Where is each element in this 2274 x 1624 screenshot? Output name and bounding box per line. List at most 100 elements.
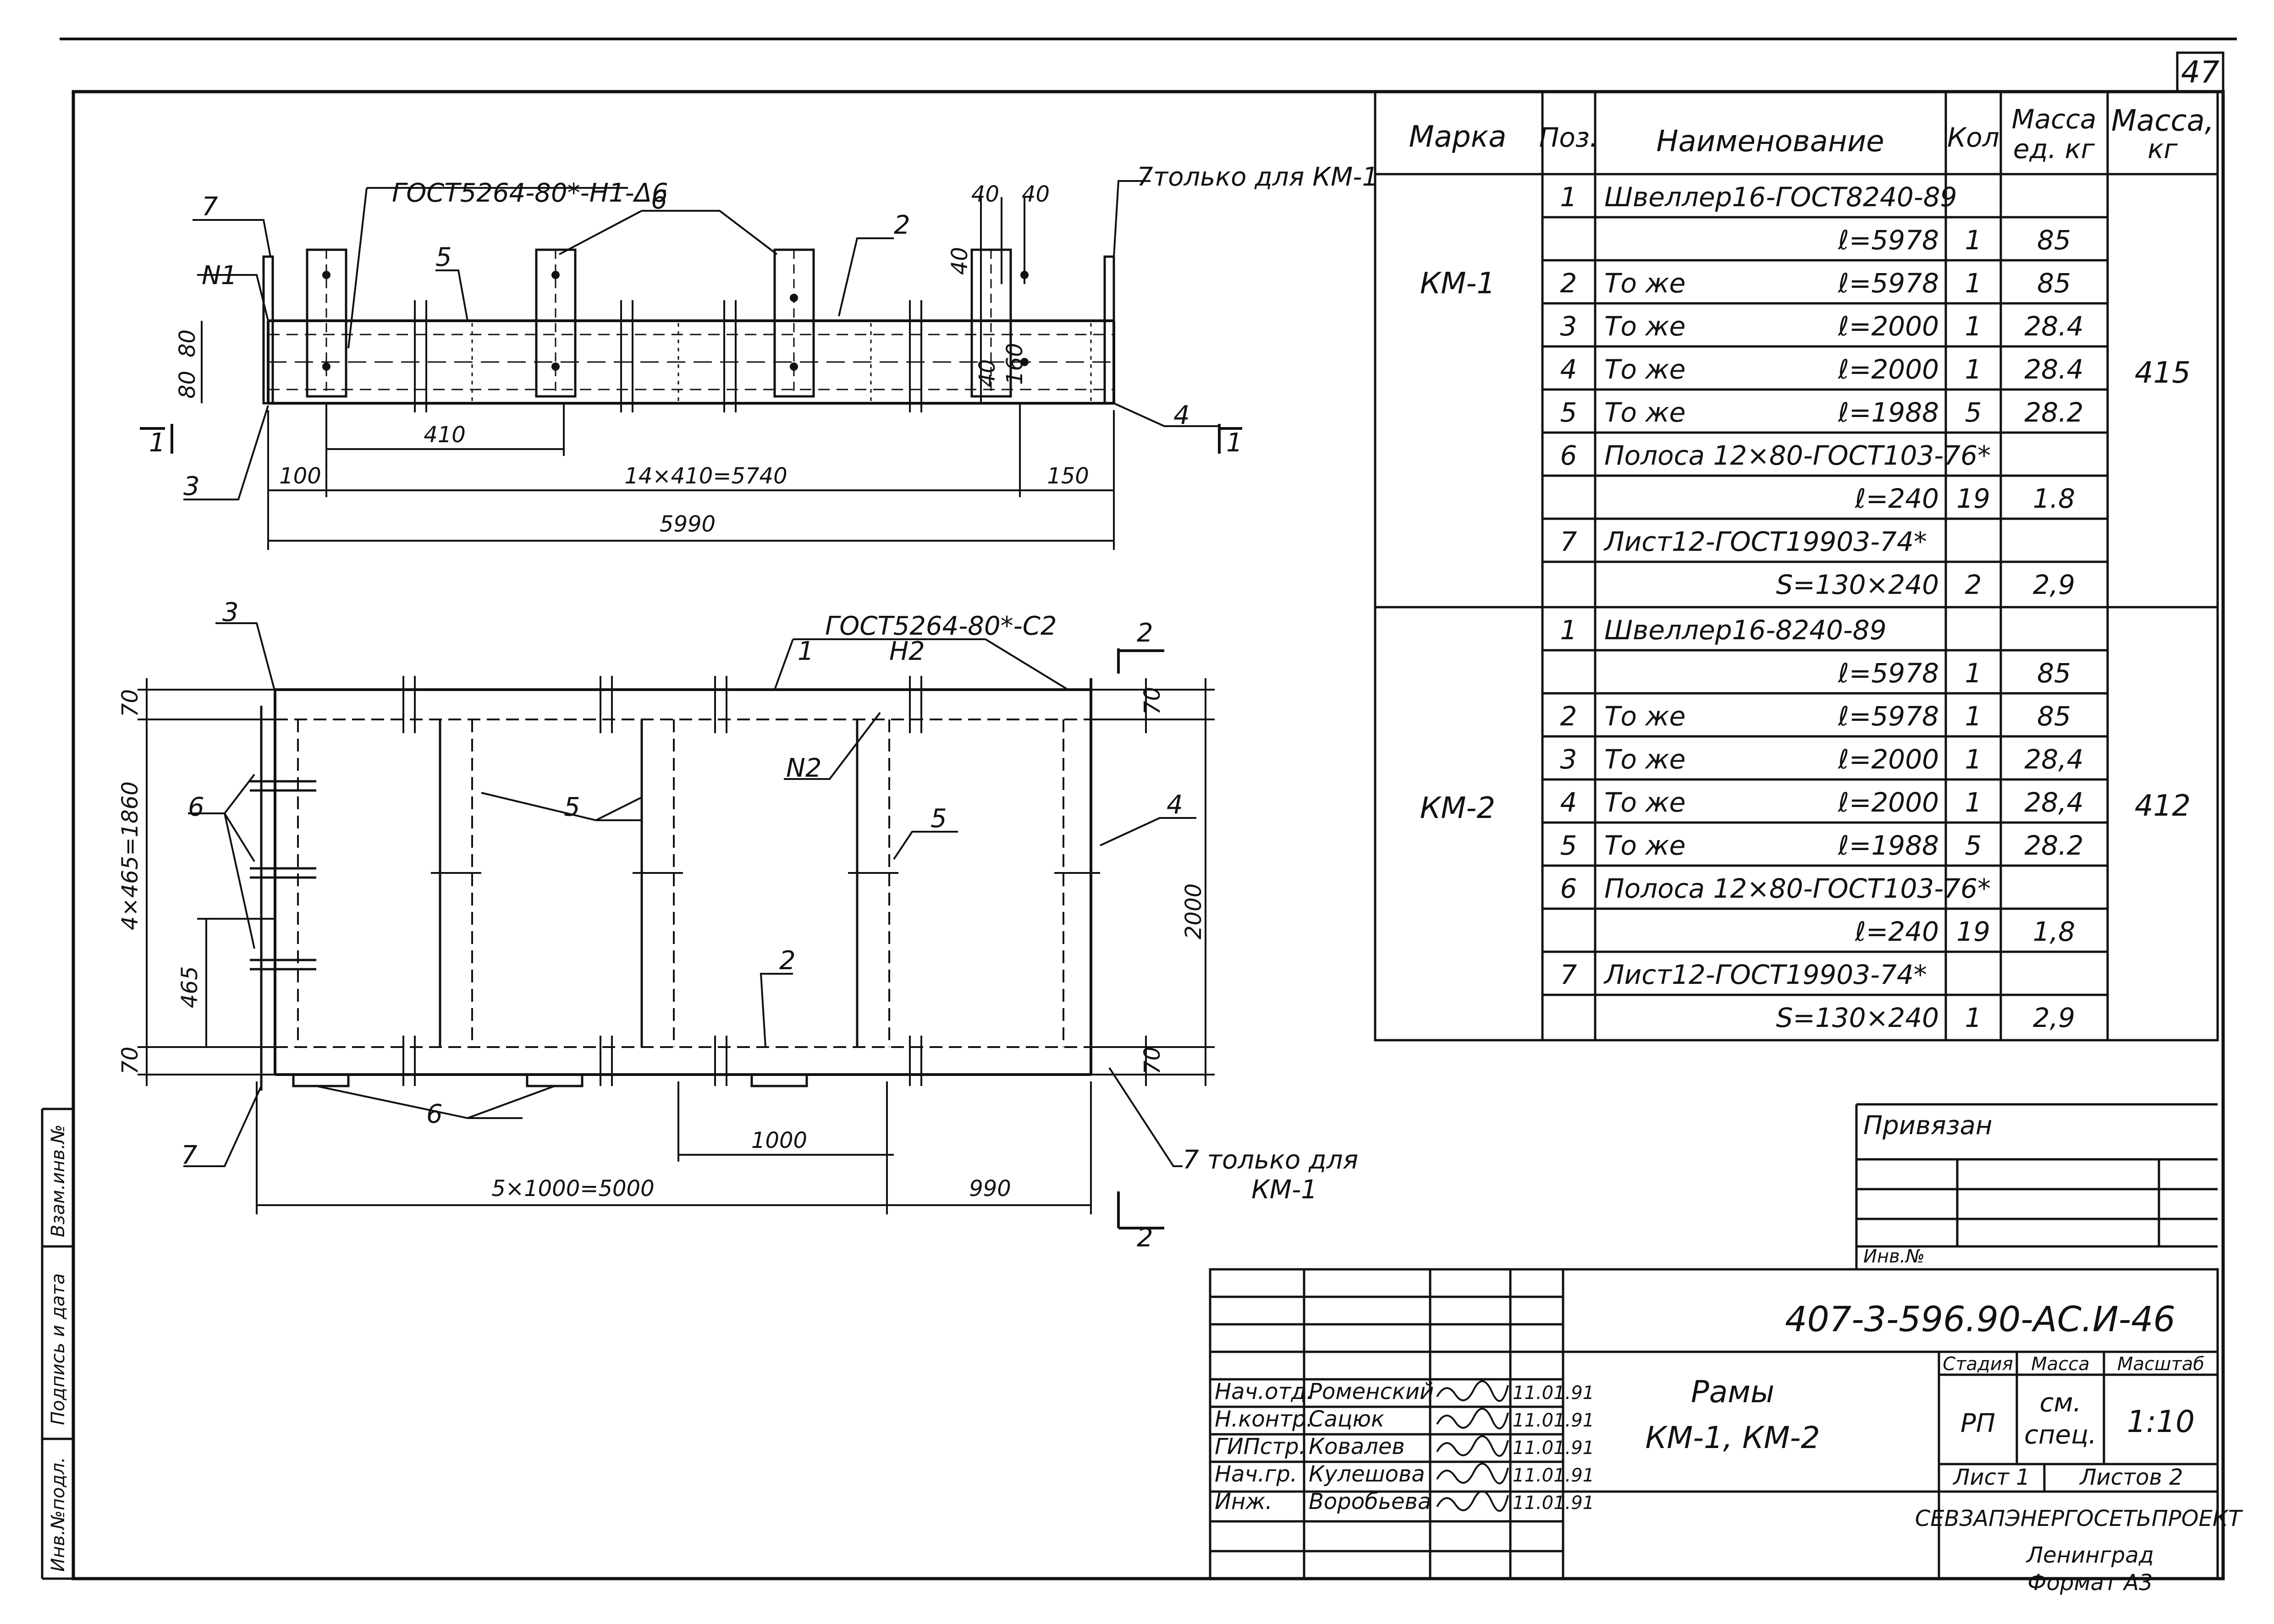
spec-header-total-mass-2: кг bbox=[2147, 133, 2178, 165]
plan-label-3: 3 bbox=[222, 598, 239, 627]
margin-label-inv-original: Инв.№подл. bbox=[48, 1457, 69, 1572]
spec-total-km1: 415 bbox=[2135, 356, 2191, 390]
plan-section-2-top: 2 bbox=[1137, 618, 1153, 648]
spec-cell-mass: 85 bbox=[2037, 701, 2071, 732]
spec-cell-pos: 6 bbox=[1560, 873, 1577, 904]
spec-cell-name: То же bbox=[1604, 397, 1685, 428]
title-sheets: Листов 2 bbox=[2079, 1465, 2183, 1490]
spec-cell-qty: 1 bbox=[1965, 787, 1982, 818]
title-org: СЕВЗАПЭНЕРГОСЕТЬПРОЕКТ bbox=[1915, 1506, 2243, 1531]
spec-cell-param: ℓ=2000 bbox=[1838, 744, 1939, 775]
spec-cell-name: То же bbox=[1604, 830, 1685, 861]
dim-70-bottom-left: 70 bbox=[117, 1047, 143, 1075]
spec-cell-pos: 4 bbox=[1560, 787, 1577, 818]
spec-cell-qty: 19 bbox=[1956, 483, 1990, 514]
margin-label-sign-date: Подпись и дата bbox=[48, 1273, 69, 1425]
binding-title: Привязан bbox=[1863, 1111, 1992, 1141]
spec-table-grid bbox=[1375, 92, 2218, 1040]
signer-date: 11.01.91 bbox=[1513, 1437, 1594, 1459]
signature-scribble bbox=[1437, 1381, 1508, 1401]
signer-role: Нач.гр. bbox=[1215, 1461, 1297, 1487]
spec-header-unit-mass-2: ед. кг bbox=[2013, 133, 2095, 165]
spec-cell-qty: 1 bbox=[1965, 658, 1982, 689]
spec-header-mark: Марка bbox=[1409, 120, 1507, 154]
dim-100: 100 bbox=[279, 463, 321, 489]
section-marker-2 bbox=[1118, 648, 1164, 1228]
plan-view-dimensions bbox=[138, 623, 1215, 1214]
dim-160: 160 bbox=[1002, 343, 1028, 385]
binding-block-grid bbox=[1856, 1104, 2218, 1269]
top-view-dimensions bbox=[183, 181, 1219, 550]
signer-role: Инж. bbox=[1215, 1489, 1272, 1514]
dim-990: 990 bbox=[969, 1176, 1011, 1202]
dim-40-b: 40 bbox=[1022, 181, 1050, 207]
plan-label-5b: 5 bbox=[931, 804, 947, 834]
spec-header-unit-mass-1: Масса bbox=[2012, 104, 2097, 135]
title-name-1: Рамы bbox=[1691, 1374, 1774, 1410]
plan-weld-note-1: ГОСТ5264-80*-С2 bbox=[825, 611, 1057, 641]
dim-465: 465 bbox=[177, 966, 203, 1008]
title-doc-code: 407-3-596.90-АС.И-46 bbox=[1785, 1299, 2175, 1339]
signer-name: Кулешова bbox=[1309, 1461, 1425, 1487]
margin-label-inv-replacement: Взам.инв.№ bbox=[48, 1125, 69, 1237]
spec-cell-mass: 85 bbox=[2037, 268, 2071, 299]
plan-section-2-bottom: 2 bbox=[1137, 1223, 1153, 1253]
spec-cell-param: S=130×240 bbox=[1776, 569, 1939, 600]
plan-weld-note-2: Н2 bbox=[889, 636, 925, 666]
title-block-grid bbox=[1210, 1269, 2218, 1579]
signer-name: Воробьева bbox=[1309, 1489, 1431, 1514]
spec-cell-pos: 4 bbox=[1560, 354, 1577, 385]
spec-cell-mass: 28.4 bbox=[2024, 311, 2083, 342]
spec-cell-pos: 5 bbox=[1560, 397, 1577, 428]
spec-total-km2: 412 bbox=[2135, 789, 2191, 823]
plan-label-1: 1 bbox=[798, 636, 814, 666]
top-label-5: 5 bbox=[435, 242, 452, 272]
spec-cell-param: S=130×240 bbox=[1776, 1002, 1939, 1033]
signature-scribble bbox=[1437, 1436, 1508, 1456]
spec-cell-name: Полоса 12×80-ГОСТ103-76* bbox=[1604, 873, 1991, 904]
spec-cell-mass: 2,9 bbox=[2033, 569, 2075, 600]
spec-cell-name: То же bbox=[1604, 787, 1685, 818]
spec-cell-qty: 5 bbox=[1965, 830, 1982, 861]
dim-70-top-right: 70 bbox=[1140, 687, 1165, 715]
spec-mark-km1: КМ-1 bbox=[1420, 267, 1495, 301]
signer-name: Сацюк bbox=[1309, 1406, 1384, 1432]
spec-cell-qty: 5 bbox=[1965, 397, 1982, 428]
dim-40-c: 40 bbox=[947, 247, 973, 275]
signer-role: Н.контр. bbox=[1215, 1406, 1313, 1432]
spec-cell-param: ℓ=2000 bbox=[1838, 311, 1939, 342]
spec-cell-mass: 28.4 bbox=[2024, 354, 2083, 385]
spec-cell-pos: 7 bbox=[1560, 526, 1577, 557]
signer-role: Нач.отд. bbox=[1215, 1379, 1313, 1405]
plan-label-2: 2 bbox=[779, 946, 796, 976]
spec-cell-mass: 28,4 bbox=[2024, 787, 2083, 818]
spec-cell-pos: 1 bbox=[1560, 614, 1577, 646]
sheet-number: 47 bbox=[2181, 55, 2219, 90]
spec-cell-qty: 19 bbox=[1956, 916, 1990, 947]
spec-cell-qty: 1 bbox=[1965, 1002, 1982, 1033]
top-label-7: 7 bbox=[202, 192, 218, 222]
spec-header-qty: Кол bbox=[1947, 122, 1999, 153]
spec-cell-name: Лист12-ГОСТ19903-74* bbox=[1603, 959, 1927, 990]
top-section-1-right: 1 bbox=[1226, 428, 1243, 458]
spec-cell-name: То же bbox=[1604, 311, 1685, 342]
spec-cell-name: То же bbox=[1604, 744, 1685, 775]
binding-inv-label: Инв.№ bbox=[1863, 1246, 1925, 1267]
dim-70-bottom-right: 70 bbox=[1140, 1047, 1165, 1075]
spec-cell-mass: 28,4 bbox=[2024, 744, 2083, 775]
spec-cell-param: ℓ=1988 bbox=[1838, 397, 1939, 428]
signer-date: 11.01.91 bbox=[1513, 1383, 1594, 1404]
plan-label-6a: 6 bbox=[188, 792, 204, 822]
spec-header-name: Наименование bbox=[1656, 125, 1884, 159]
spec-cell-qty: 1 bbox=[1965, 701, 1982, 732]
spec-cell-pos: 3 bbox=[1560, 311, 1577, 342]
title-city: Ленинград bbox=[2026, 1542, 2154, 1568]
spec-cell-param: ℓ=5978 bbox=[1838, 658, 1939, 689]
spec-header-pos: Поз. bbox=[1539, 122, 1598, 153]
spec-cell-mass: 1.8 bbox=[2033, 483, 2075, 514]
spec-cell-mass: 28.2 bbox=[2024, 397, 2083, 428]
dim-410: 410 bbox=[424, 422, 466, 448]
title-scale-header: Масштаб bbox=[2117, 1354, 2204, 1375]
